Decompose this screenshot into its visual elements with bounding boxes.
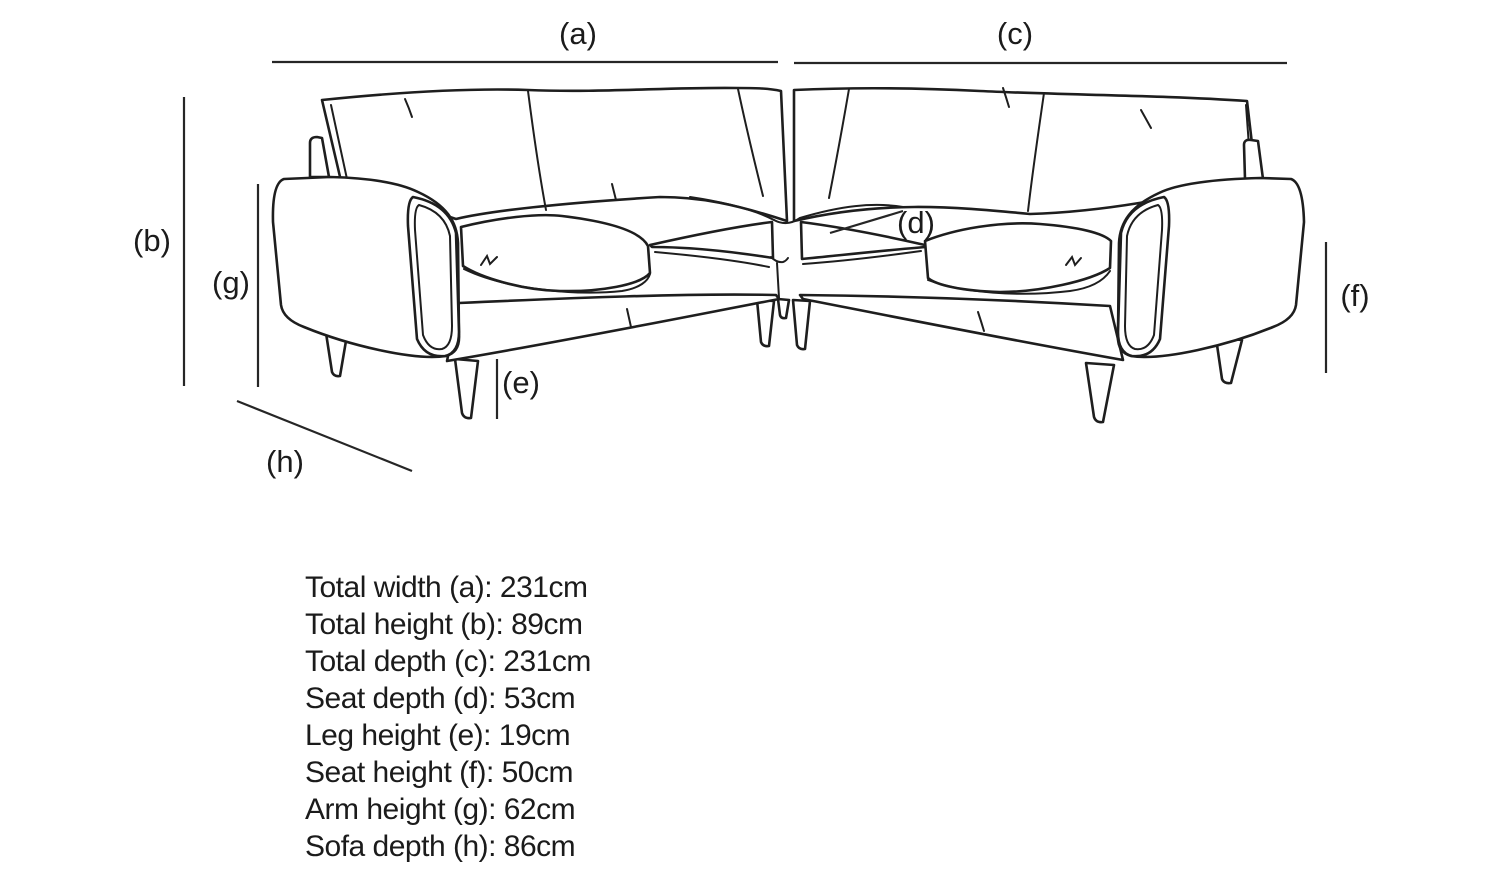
frame-post-right <box>1242 138 1265 181</box>
label-a: (a) <box>559 16 597 51</box>
leg-corner-right <box>791 298 812 351</box>
seat-cushion-right <box>923 222 1113 294</box>
dimension-line-d <box>829 209 904 235</box>
back-left-inner-edge <box>330 104 348 180</box>
left-arm-front-panel-inner <box>413 203 454 351</box>
leg-front-left <box>453 357 480 420</box>
back-left-crease-1 <box>404 98 413 118</box>
back-left-crease-2 <box>611 183 617 201</box>
leg-front-right <box>1084 361 1116 424</box>
seat-cushion-right-corner-underside <box>802 250 922 265</box>
sofa-illustration <box>271 86 1306 424</box>
rail-right-crease <box>977 311 985 332</box>
label-g: (g) <box>212 265 250 300</box>
seat-cushion-right-underside <box>927 270 1111 295</box>
corner-seam-vertical <box>776 262 780 299</box>
back-left-seam-1 <box>527 90 547 211</box>
measurement-seat-height: Seat height (f): 50cm <box>305 756 573 789</box>
dimension-line-h <box>236 399 413 473</box>
label-h: (h) <box>266 444 304 479</box>
measurement-total-height: Total height (b): 89cm <box>305 608 583 641</box>
back-right-crease-1 <box>1002 87 1010 108</box>
label-f: (f) <box>1340 278 1369 313</box>
measurement-total-depth: Total depth (c): 231cm <box>305 645 591 678</box>
corner-seat-edge-dip <box>773 217 801 224</box>
seat-cushion-right-wrinkle <box>1065 254 1082 267</box>
label-b: (b) <box>133 223 171 258</box>
frame-post-left <box>308 135 331 179</box>
measurement-total-width: Total width (a): 231cm <box>305 571 588 604</box>
back-right-seam-1 <box>828 88 850 199</box>
rail-left-crease <box>626 308 632 328</box>
label-d: (d) <box>897 205 935 240</box>
leg-corner-middle <box>776 297 791 320</box>
measurement-sofa-depth: Sofa depth (h): 86cm <box>305 830 576 863</box>
back-cushions-left <box>320 86 789 223</box>
base-rail-right <box>798 293 1125 362</box>
dimension-annotations: (a) (c) (b) (g) (d) (e) (f) (h) <box>133 16 1370 479</box>
leg-corner-left <box>755 298 776 348</box>
label-c: (c) <box>997 16 1033 51</box>
measurement-seat-depth: Seat depth (d): 53cm <box>305 682 576 715</box>
back-right-crease-2 <box>1140 109 1152 129</box>
measurement-list: Total width (a): 231cm Total height (b):… <box>305 569 591 865</box>
seat-cushion-left-corner-underside <box>654 251 770 268</box>
back-right-seam-2 <box>1027 92 1045 212</box>
base-rail-left <box>445 293 781 363</box>
corner-seat-edge-right <box>799 203 904 219</box>
corner-seam-knot <box>770 256 789 264</box>
seat-cushion-left-wrinkle <box>480 253 498 266</box>
measurement-arm-height: Arm height (g): 62cm <box>305 793 576 826</box>
measurement-leg-height: Leg height (e): 19cm <box>305 719 571 752</box>
leg-back-left <box>324 331 349 378</box>
seat-cushion-left-underside <box>463 268 651 294</box>
corner-seat-edge-left <box>689 196 775 221</box>
label-e: (e) <box>502 365 540 400</box>
right-arm-front-panel-inner <box>1123 203 1164 351</box>
leg-back-right <box>1214 336 1244 385</box>
back-left-seam-2 <box>737 88 764 197</box>
